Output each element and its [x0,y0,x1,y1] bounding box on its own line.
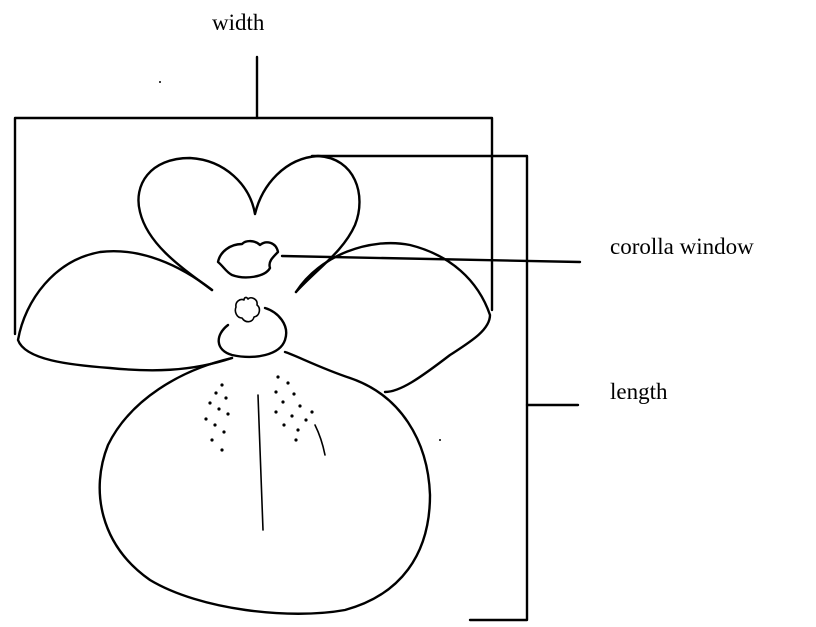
spot [222,430,225,433]
spot [226,412,229,415]
corolla-window [218,241,278,277]
spot [281,400,284,403]
spot [220,383,223,386]
spot [310,410,313,413]
spot [439,439,441,441]
spot [276,375,279,378]
lower-petal [100,352,430,614]
length-bracket [312,156,578,620]
spot [286,381,289,384]
width-label: width [212,11,264,34]
spot [204,417,207,420]
spot [224,396,227,399]
spot [214,391,217,394]
corolla-window-label: corolla window [610,235,754,258]
throat-stamen [235,297,259,321]
spot [159,81,161,83]
spot [294,438,297,441]
spot [296,428,299,431]
lower-petal-vein [315,425,325,455]
spot [282,423,285,426]
spot [292,392,295,395]
lower-petal-spots [159,81,441,452]
spot [208,401,211,404]
spot [274,390,277,393]
spot [213,423,216,426]
spot [290,414,293,417]
spot [220,448,223,451]
lower-petal-midline [258,395,263,530]
spot [210,438,213,441]
width-bracket-line [15,118,492,334]
upper-petal [138,156,359,292]
left-petal [18,251,232,370]
spot [274,410,277,413]
spot [298,404,301,407]
central-throat [219,308,286,357]
width-bracket [15,57,492,334]
length-label: length [610,380,668,403]
spot [304,418,307,421]
spot [217,407,220,410]
